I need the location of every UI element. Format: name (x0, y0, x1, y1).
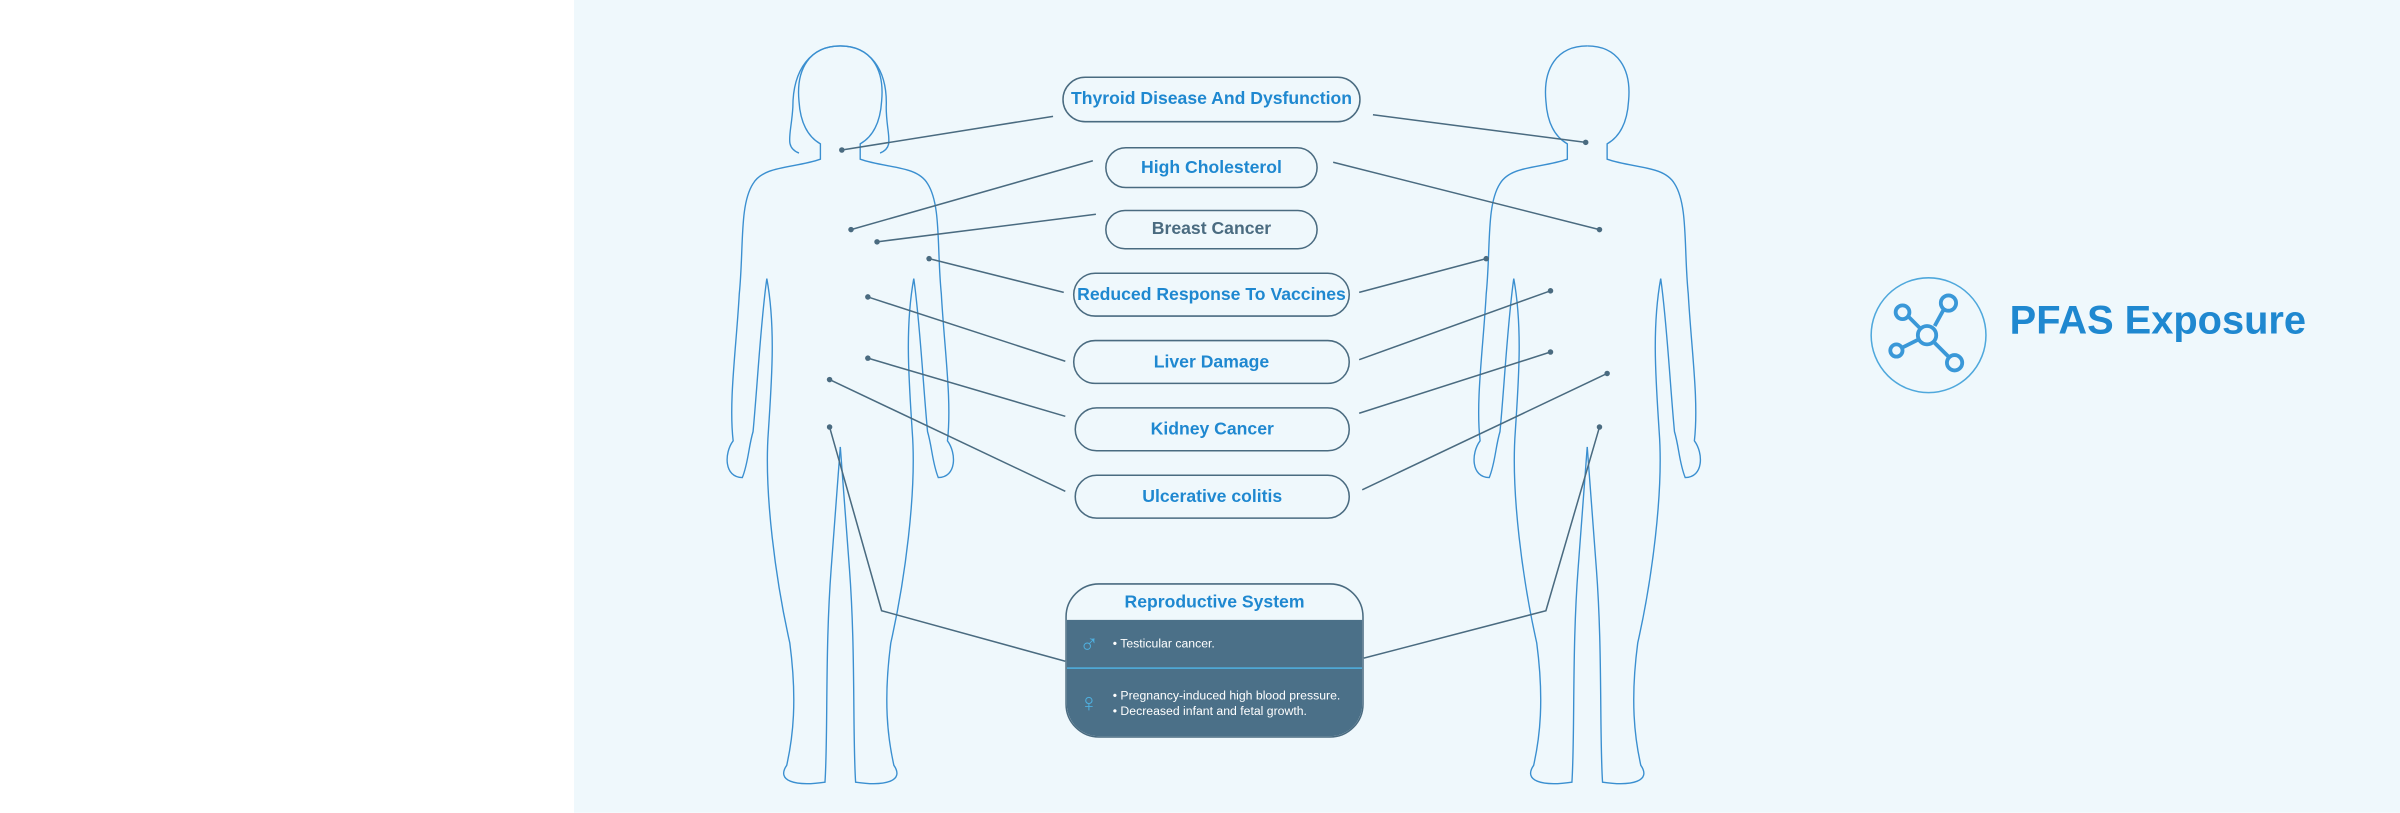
connector-dot (848, 226, 854, 233)
female-item: • Decreased infant and fetal growth. (1112, 704, 1307, 718)
connector-line (876, 213, 1097, 243)
connector-dot (1596, 226, 1603, 233)
male-body-outline (1473, 45, 1702, 785)
connector-dot (826, 424, 833, 430)
molecule-icon (1870, 277, 1987, 394)
connector-line (1363, 426, 1601, 659)
connector-dot (826, 376, 833, 383)
condition-liver-damage: Liver Damage (1072, 339, 1350, 385)
body-right-half (1586, 45, 1702, 785)
connector-line (829, 378, 1066, 493)
female-hair-outline (788, 45, 890, 154)
connector-line (828, 426, 1066, 662)
reproductive-title: Reproductive System (1124, 593, 1305, 612)
connector-dot (1547, 349, 1554, 355)
male-row: ♂ • Testicular cancer. (1066, 620, 1363, 669)
body-left-half (726, 45, 841, 785)
connector-lines (826, 114, 1610, 662)
condition-vaccine-response: Reduced Response To Vaccines (1072, 272, 1350, 317)
condition-ulcerative-colitis: Ulcerative colitis (1074, 474, 1350, 519)
connector-dot (1547, 288, 1554, 294)
connector-dot (1483, 255, 1489, 262)
connector-dot (865, 355, 871, 361)
reproductive-system-card: Reproductive System ♂ • Testicular cance… (1065, 583, 1364, 738)
connector-dot (926, 255, 932, 262)
connector-dot (839, 147, 845, 153)
blank-margin (0, 0, 574, 813)
connector-line (1358, 290, 1551, 361)
connector-line (867, 357, 1066, 418)
connector-dot (874, 239, 880, 245)
connector-dot (1604, 370, 1610, 377)
male-item: • Testicular cancer. (1112, 635, 1215, 650)
connector-line (1332, 161, 1600, 231)
connector-line (928, 257, 1064, 294)
condition-breast-cancer: Breast Cancer (1105, 209, 1318, 250)
condition-thyroid: Thyroid Disease And Dysfunction (1062, 76, 1361, 123)
condition-kidney-cancer: Kidney Cancer (1074, 407, 1350, 452)
infographic-panel (573, 0, 2400, 813)
male-symbol-icon: ♂ (1079, 628, 1099, 658)
page-title: PFAS Exposure (2009, 296, 2307, 343)
connector-line (850, 159, 1094, 231)
connector-line (1361, 372, 1608, 491)
condition-high-cholesterol: High Cholesterol (1105, 146, 1318, 189)
body-left-half (1473, 45, 1588, 785)
connector-dot (1596, 424, 1603, 430)
female-symbol-icon: ♀ (1079, 688, 1099, 718)
female-item: • Pregnancy-induced high blood pressure. (1112, 688, 1341, 703)
connector-dot (865, 294, 871, 300)
female-body-outline (726, 45, 955, 785)
connector-line (1372, 114, 1586, 144)
body-right-half (839, 45, 955, 785)
female-row: ♀ • Pregnancy-induced high blood pressur… (1067, 669, 1362, 736)
connector-line (1358, 351, 1551, 414)
connector-line (841, 115, 1054, 151)
connector-line (1358, 257, 1487, 294)
connector-dot (1582, 139, 1589, 146)
connector-line (867, 296, 1066, 362)
